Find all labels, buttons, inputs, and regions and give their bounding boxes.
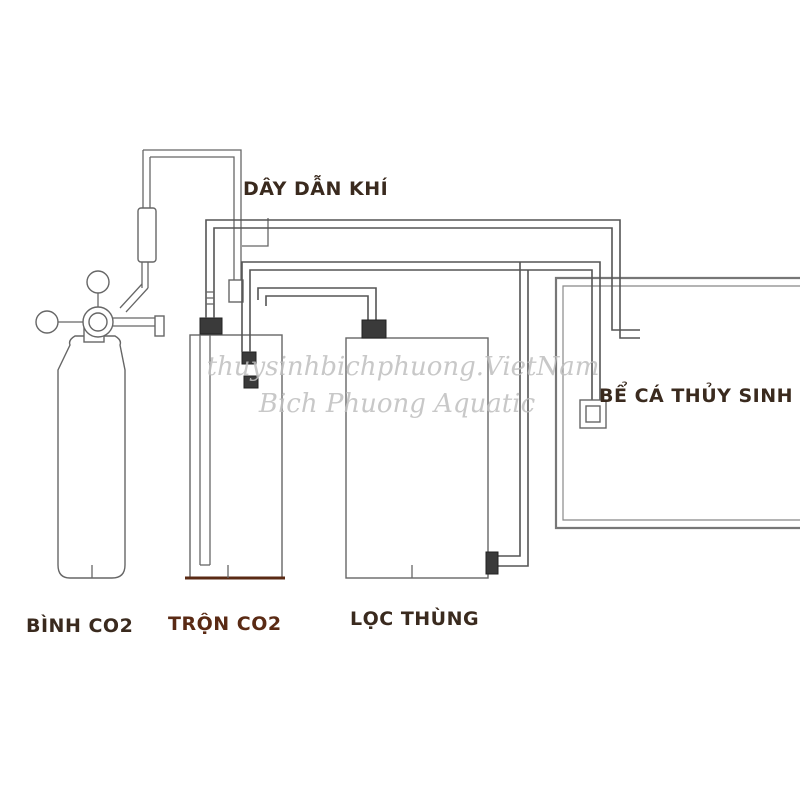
co2-bottle: [35, 150, 165, 579]
return-pipes: [205, 219, 640, 429]
aquarium-tank: [554, 276, 800, 530]
co2-mixer: [185, 317, 285, 580]
watermark-line2: Bich Phuong Aquatic: [258, 389, 536, 419]
co2-mixer-label: TRỘN CO2: [168, 611, 282, 635]
gas-tube: [143, 149, 269, 303]
co2-bottle-label: BÌNH CO2: [26, 614, 133, 637]
tank-label: BỂ CÁ THỦY SINH: [599, 381, 793, 407]
canister-filter-label: LỌC THÙNG: [350, 606, 479, 630]
watermark-line1: thuysinhbichphuong.VietNam: [207, 352, 600, 382]
canister-filter: [345, 319, 499, 579]
filter-pipes: [257, 262, 529, 567]
gas-line-label: DÂY DẪN KHÍ: [243, 173, 388, 200]
